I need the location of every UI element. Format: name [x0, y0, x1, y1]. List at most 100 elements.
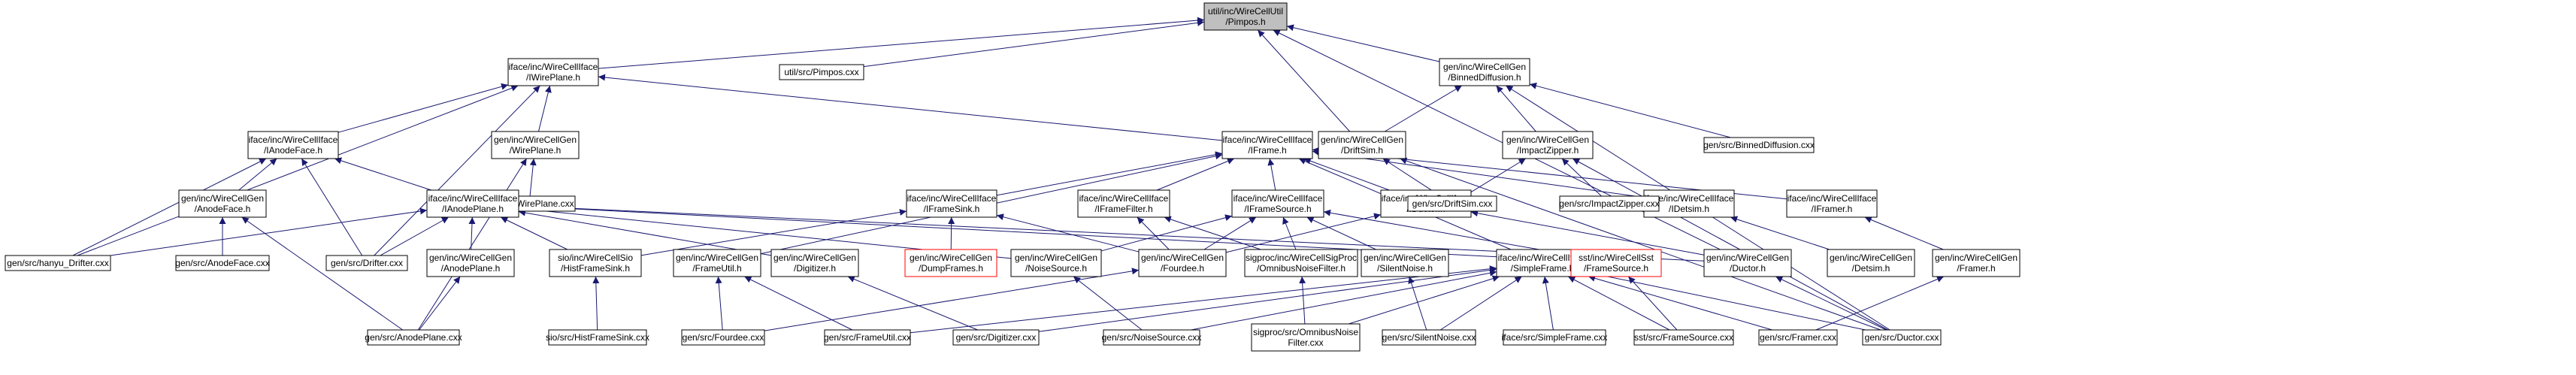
- file-node-label: /WirePlane.h: [510, 145, 562, 156]
- file-node-box: [367, 329, 460, 346]
- include-arrow-iframesink-to-iframe: [996, 151, 1223, 196]
- include-arrow-framesource_h-to-iframesource: [1323, 209, 1572, 256]
- file-node-anodeface-cxx[interactable]: gen/src/AnodeFace.cxx: [175, 255, 270, 271]
- file-node-label: gen/src/Ductor.cxx: [1865, 332, 1939, 343]
- include-arrow-framer_cxx-to-framer_h: [1815, 276, 1945, 331]
- file-node-box: [5, 255, 111, 271]
- file-node-box: [779, 64, 864, 80]
- include-arrow-iframefilter-to-iframe: [1156, 158, 1235, 191]
- file-node-omnibus-h[interactable]: sigproc/inc/WireCellSigProc/OmnibusNoise…: [1244, 249, 1358, 277]
- file-node-box: [952, 329, 1040, 346]
- file-node-label: /IDetsim.h: [1669, 204, 1709, 214]
- file-node-box: [1244, 249, 1358, 277]
- file-node-label: /IFrameFilter.h: [1094, 204, 1152, 214]
- file-node-iframesource[interactable]: iface/inc/WireCellIface/IFrameSource.h: [1231, 189, 1324, 218]
- file-node-box: [548, 329, 647, 346]
- file-node-impactzipper-cxx[interactable]: gen/src/ImpactZipper.cxx: [1559, 195, 1660, 212]
- include-arrow-fourdee_h-to-iframesource: [1203, 216, 1257, 250]
- file-node-omnibus-cxx[interactable]: sigproc/src/OmnibusNoiseFilter.cxx: [1251, 323, 1361, 352]
- file-node-label: iface/inc/WireCellIface: [1223, 135, 1312, 145]
- file-node-box: [426, 189, 519, 218]
- file-node-label: /BinnedDiffusion.h: [1448, 72, 1521, 83]
- file-node-ianodeplane[interactable]: iface/inc/WireCellIface/IAnodePlane.h: [426, 189, 519, 218]
- file-node-histframesink-h[interactable]: sio/inc/WireCellSio/HistFrameSink.h: [549, 249, 642, 277]
- file-node-box: [1758, 329, 1838, 346]
- file-node-histframesink-cxx[interactable]: sio/src/HistFrameSink.cxx: [546, 329, 649, 346]
- file-node-label: util/src/Pimpos.cxx: [784, 67, 858, 77]
- file-node-noisesource-h[interactable]: gen/inc/WireCellGen/NoiseSource.h: [1010, 249, 1102, 277]
- file-node-drifter-cxx[interactable]: gen/src/Drifter.cxx: [325, 255, 408, 271]
- include-arrow-ductor_cxx-to-impactzipper_h: [1572, 158, 1888, 331]
- file-node-label: /IAnodePlane.h: [442, 204, 504, 214]
- file-node-anodeplane-cxx[interactable]: gen/src/AnodePlane.cxx: [365, 329, 462, 346]
- file-node-frameutil-h[interactable]: gen/inc/WireCellGen/FrameUtil.h: [673, 249, 761, 277]
- file-node-framer-h[interactable]: gen/inc/WireCellGen/Framer.h: [1932, 249, 2021, 277]
- file-node-pimpos-cxx[interactable]: util/src/Pimpos.cxx: [779, 64, 864, 80]
- file-node-driftsim-cxx[interactable]: gen/src/DriftSim.cxx: [1407, 195, 1497, 212]
- file-node-box: [681, 329, 765, 346]
- file-node-label: iface/inc/WireCellIface: [509, 62, 598, 72]
- file-node-dumpframes-h[interactable]: gen/inc/WireCellGen/DumpFrames.h: [904, 249, 997, 277]
- file-node-impactzipper-h[interactable]: gen/inc/WireCellGen/ImpactZipper.h: [1502, 131, 1594, 159]
- file-node-iwireplane[interactable]: iface/inc/WireCellIface/IWirePlane.h: [507, 58, 599, 86]
- file-node-anodeface-h[interactable]: gen/inc/WireCellGen/AnodeFace.h: [178, 189, 267, 218]
- file-node-binned-h[interactable]: gen/inc/WireCellGen/BinnedDiffusion.h: [1439, 58, 1530, 86]
- file-node-fourdee-cxx[interactable]: gen/src/Fourdee.cxx: [681, 329, 765, 346]
- include-arrow-ianodeplane-to-ianodeface: [334, 157, 432, 191]
- file-node-anodeplane-h[interactable]: gen/inc/WireCellGen/AnodePlane.h: [426, 249, 515, 277]
- file-node-box: [770, 249, 859, 277]
- file-node-label: sigproc/src/OmnibusNoise: [1253, 327, 1358, 337]
- include-arrow-anodeplane_h-to-ianodeplane: [468, 216, 476, 250]
- file-node-digitizer-cxx[interactable]: gen/src/Digitizer.cxx: [952, 329, 1040, 346]
- include-arrow-omnibus_h-to-iframesource: [1282, 216, 1297, 250]
- file-node-label: gen/src/NoiseSource.cxx: [1102, 332, 1202, 343]
- file-node-box: [1407, 195, 1497, 212]
- include-arrow-silentnoise_h-to-iframesource: [1306, 216, 1376, 250]
- file-node-digitizer-h[interactable]: gen/inc/WireCellGen/Digitizer.h: [770, 249, 859, 277]
- file-node-box: [1932, 249, 2021, 277]
- include-arrow-hanyu_cxx-to-ianodeplane: [110, 207, 428, 256]
- file-node-ductor-cxx[interactable]: gen/src/Ductor.cxx: [1862, 329, 1942, 346]
- include-arrow-driftsim_cxx-to-impactzipper_h: [1464, 158, 1526, 197]
- file-node-label: gen/src/BinnedDiffusion.cxx: [1703, 140, 1815, 150]
- file-node-box: [325, 255, 408, 271]
- file-node-iframe[interactable]: iface/inc/WireCellIface/IFrame.h: [1221, 131, 1313, 159]
- file-node-detsim-h[interactable]: gen/inc/WireCellGen/Detsim.h: [1827, 249, 1915, 277]
- file-node-silentnoise-cxx[interactable]: gen/src/SilentNoise.cxx: [1382, 329, 1476, 346]
- include-arrow-omnibus_cxx-to-simpleframe_h: [1349, 275, 1500, 325]
- file-node-noisesource-cxx[interactable]: gen/src/NoiseSource.cxx: [1102, 329, 1202, 346]
- file-node-simpleframe-cxx[interactable]: iface/src/SimpleFrame.cxx: [1502, 329, 1608, 346]
- file-node-driftsim-h[interactable]: gen/inc/WireCellGen/DriftSim.h: [1318, 131, 1406, 159]
- file-node-box: [673, 249, 761, 277]
- file-node-hanyu-cxx[interactable]: gen/src/hanyu_Drifter.cxx: [5, 255, 111, 271]
- include-arrow-hanyu_cxx-to-ianodeface: [72, 158, 267, 256]
- file-node-framesource-cxx[interactable]: sst/src/FrameSource.cxx: [1633, 329, 1734, 346]
- file-node-label: gen/inc/WireCellGen: [1141, 253, 1224, 263]
- file-node-iframefilter[interactable]: iface/inc/WireCellIface/IFrameFilter.h: [1077, 189, 1170, 218]
- file-node-label: gen/inc/WireCellGen: [1364, 253, 1446, 263]
- file-node-silentnoise-h[interactable]: gen/inc/WireCellGen/SilentNoise.h: [1361, 249, 1449, 277]
- file-node-frameutil-cxx[interactable]: gen/src/FrameUtil.cxx: [824, 329, 911, 346]
- file-node-fourdee-h[interactable]: gen/inc/WireCellGen/Fourdee.h: [1138, 249, 1227, 277]
- include-arrow-silentnoise_cxx-to-simpleframe_h: [1439, 276, 1522, 331]
- file-node-iframesink[interactable]: iface/inc/WireCellIface/IFrameSink.h: [906, 189, 997, 218]
- file-node-iframer[interactable]: iface/inc/WireCellIface/IFramer.h: [1786, 189, 1878, 218]
- file-node-box: [507, 58, 599, 86]
- file-node-label: iface/inc/WireCellIface: [907, 193, 997, 204]
- file-node-label: gen/src/DriftSim.cxx: [1412, 198, 1493, 209]
- file-node-label: /Detsim.h: [1852, 263, 1890, 274]
- include-arrow-idetsim-to-iframe: [1312, 149, 1645, 198]
- file-node-ianodeface[interactable]: iface/inc/WireCellIface/IAnodeFace.h: [247, 131, 339, 159]
- include-arrow-histframesink_h-to-ianodeplane: [500, 216, 568, 250]
- file-node-framesource-h[interactable]: sst/inc/WireCellSst/FrameSource.h: [1570, 249, 1662, 277]
- include-arrow-ductor_h-to-iductor: [1470, 210, 1705, 256]
- include-arrow-framesource_cxx-to-simpleframe_h: [1567, 276, 1670, 331]
- include-arrow-drifter_cxx-to-ianodeface: [301, 158, 363, 256]
- file-node-box: [1503, 329, 1606, 346]
- file-node-binned-cxx[interactable]: gen/src/BinnedDiffusion.cxx: [1703, 137, 1815, 153]
- file-node-framer-cxx[interactable]: gen/src/Framer.cxx: [1758, 329, 1838, 346]
- file-node-ductor-h[interactable]: gen/inc/WireCellGen/Ductor.h: [1703, 249, 1792, 277]
- file-node-label: gen/inc/WireCellGen: [1935, 253, 2018, 263]
- file-node-wireplane-h[interactable]: gen/inc/WireCellGen/WirePlane.h: [491, 131, 580, 159]
- include-arrow-iwireplane-to-pimpos_h: [598, 17, 1205, 69]
